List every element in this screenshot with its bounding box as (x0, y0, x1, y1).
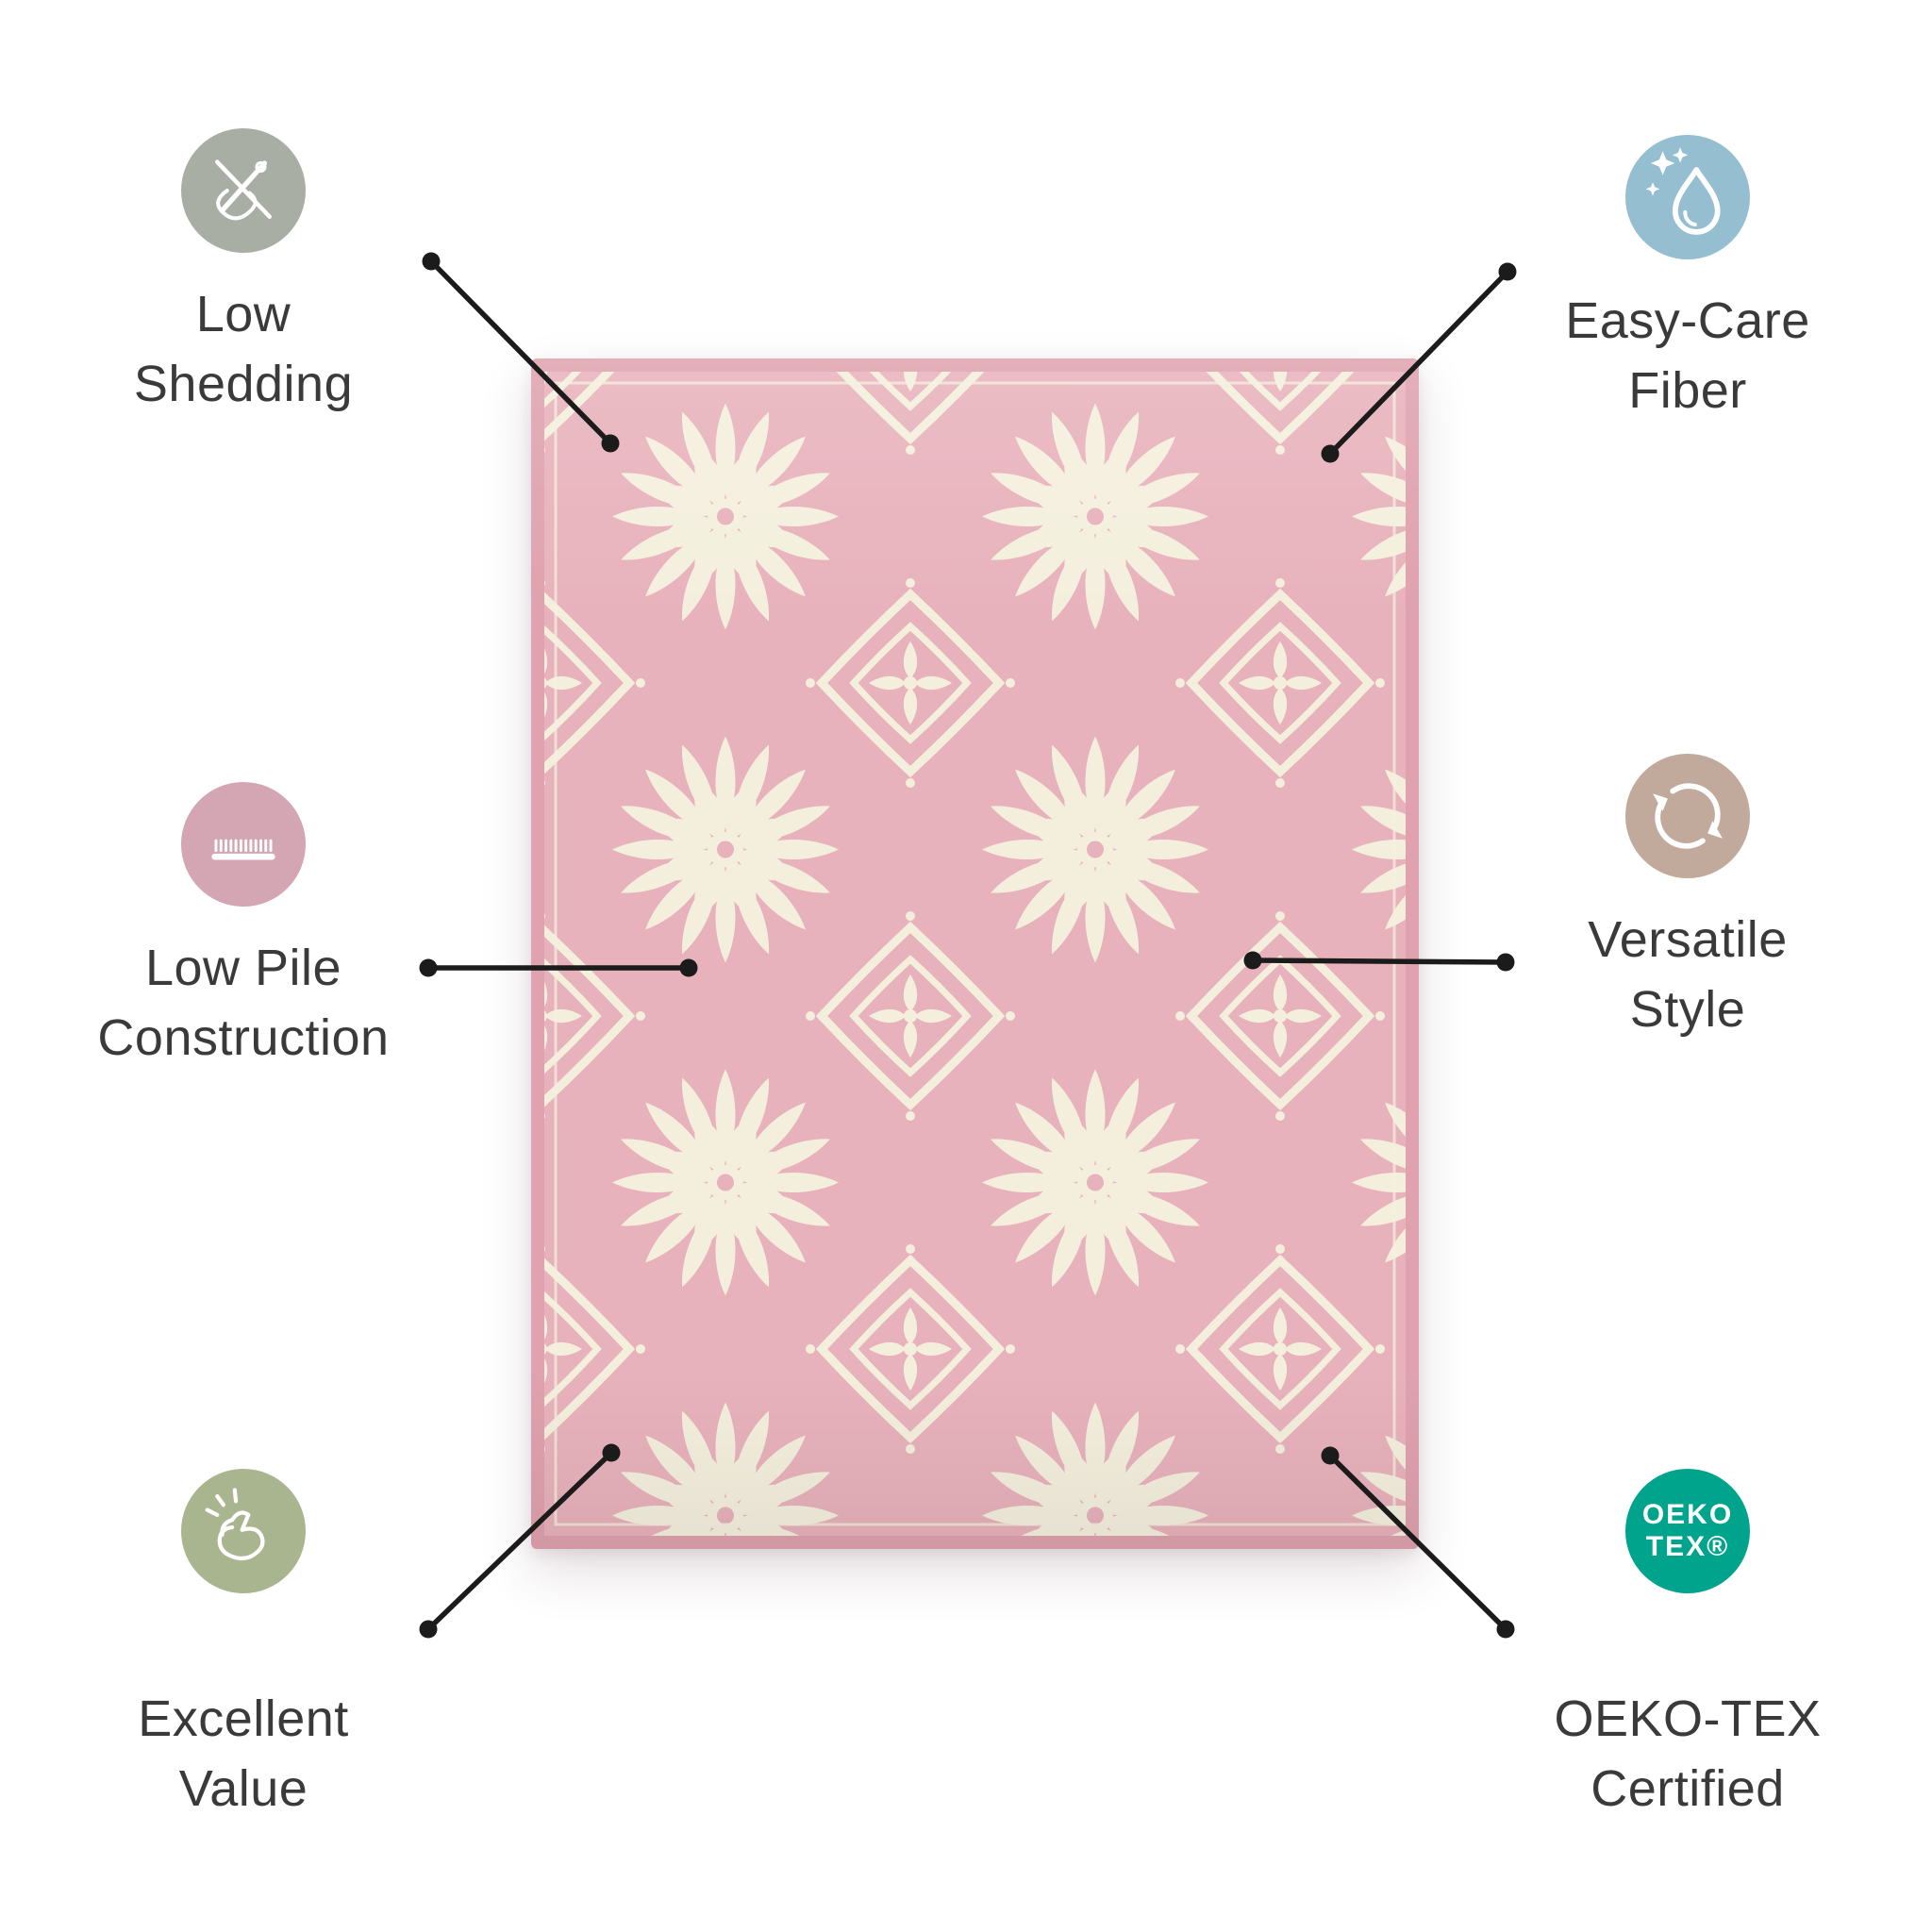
rug-pattern-svg (531, 358, 1419, 1549)
feature-versatile-style: Versatile Style (1478, 754, 1897, 1044)
finger-snap-icon (181, 1469, 306, 1593)
rotating-arrows-glyph (1653, 783, 1723, 849)
label-line: Low (195, 286, 291, 342)
label-line: Style (1629, 981, 1746, 1038)
feature-label-oeko-tex-certified: OEKO-TEX Certified (1554, 1684, 1821, 1824)
feature-label-excellent-value: Excellent Value (138, 1684, 349, 1824)
needle-thread-glyph (215, 159, 272, 221)
feature-excellent-value: Excellent Value (34, 1469, 453, 1824)
label-line: OEKO-TEX (1554, 1690, 1822, 1747)
label-line: Low Pile (144, 940, 342, 996)
label-line: Shedding (133, 356, 354, 412)
label-line: Excellent (138, 1690, 349, 1747)
feature-label-low-pile-construction: Low Pile Construction (97, 933, 389, 1073)
feature-low-shedding: Low Shedding (34, 128, 453, 419)
label-line: Certified (1591, 1760, 1785, 1817)
feature-easy-care-fiber: Easy-Care Fiber (1478, 135, 1897, 425)
oeko-badge-line: TEX® (1645, 1531, 1730, 1562)
finger-snap-glyph (205, 1488, 265, 1561)
label-line: Easy-Care (1565, 292, 1810, 349)
label-line: Versatile (1588, 911, 1788, 968)
rotating-arrows-icon (1625, 754, 1750, 878)
needle-thread-no-shed-icon (181, 128, 306, 253)
water-drop-sparkle-icon (1625, 135, 1750, 259)
label-line: Construction (97, 1009, 390, 1066)
oeko-badge-line: OEKO (1641, 1499, 1734, 1530)
pile-height-glyph (211, 839, 275, 860)
label-line: Value (178, 1760, 308, 1817)
pile-height-ruler-icon (181, 782, 306, 907)
feature-label-easy-care-fiber: Easy-Care Fiber (1565, 286, 1810, 425)
feature-label-low-shedding: Low Shedding (134, 279, 353, 419)
feature-low-pile-construction: Low Pile Construction (34, 782, 453, 1073)
label-line: Fiber (1628, 362, 1747, 419)
product-rug-image (531, 358, 1419, 1549)
water-drop-glyph (1645, 147, 1721, 235)
feature-oeko-tex-certified: OEKO TEX® OEKO-TEX Certified (1478, 1469, 1897, 1824)
feature-label-versatile-style: Versatile Style (1588, 905, 1788, 1044)
oeko-tex-badge-icon: OEKO TEX® (1625, 1469, 1750, 1593)
